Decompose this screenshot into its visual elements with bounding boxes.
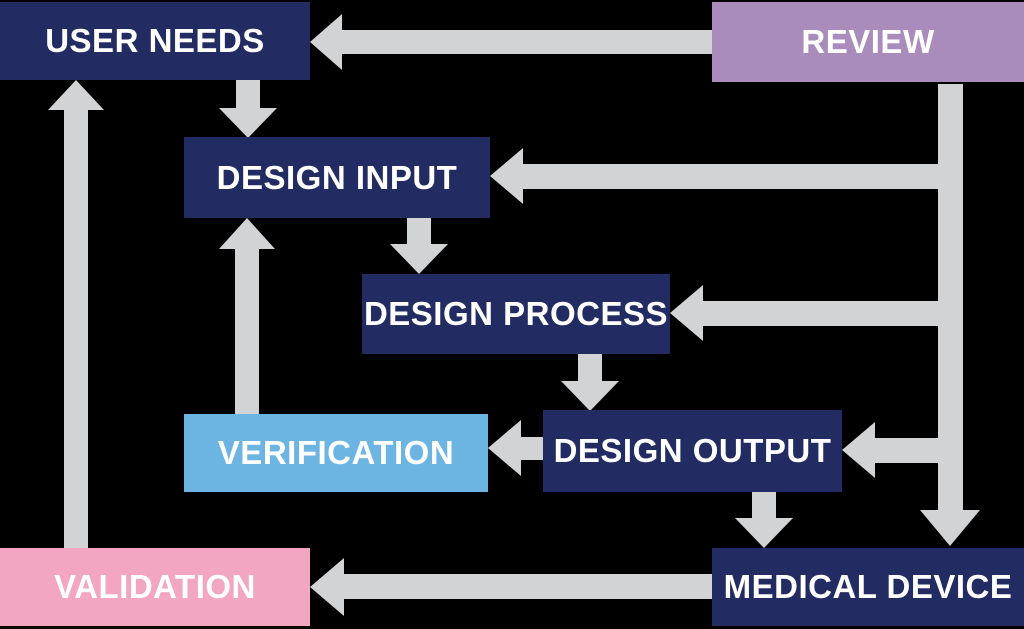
- arrow-shaft: [938, 84, 963, 510]
- arrow-shaft: [520, 437, 543, 460]
- arrow-head-left-icon: [842, 422, 875, 478]
- node-design-process-label: DESIGN PROCESS: [363, 295, 669, 332]
- node-validation-label: VALIDATION: [54, 568, 256, 605]
- arrow-head-left-icon: [488, 420, 521, 476]
- node-design-output: DESIGN OUTPUT: [543, 410, 842, 492]
- node-medical-device-label: MEDICAL DEVICE: [723, 568, 1013, 605]
- arrow-shaft: [752, 492, 776, 518]
- arrow-head-left-icon: [670, 285, 703, 341]
- arrow-shaft: [521, 164, 938, 189]
- arrow-shaft: [344, 574, 712, 599]
- arrow-shaft: [340, 30, 712, 54]
- arrow-head-left-icon: [490, 148, 523, 204]
- arrow-shaft: [701, 301, 938, 326]
- arrow-head-down-icon: [561, 381, 619, 411]
- arrow-head-down-icon: [390, 244, 448, 274]
- node-design-process: DESIGN PROCESS: [362, 274, 670, 354]
- arrow-head-down-icon: [735, 518, 793, 548]
- arrow-head-left-icon: [310, 14, 342, 70]
- arrow-head-down-icon: [920, 510, 980, 546]
- arrow-head-up-icon: [48, 80, 104, 110]
- arrow-shaft: [236, 80, 260, 109]
- node-medical-device: MEDICAL DEVICE: [712, 548, 1024, 626]
- node-user-needs: USER NEEDS: [0, 2, 310, 80]
- arrow-head-up-icon: [219, 218, 275, 249]
- node-validation: VALIDATION: [0, 548, 310, 626]
- node-design-input: DESIGN INPUT: [184, 137, 490, 218]
- arrow-head-left-icon: [310, 558, 344, 616]
- arrow-shaft: [873, 438, 938, 463]
- arrow-shaft: [407, 218, 431, 245]
- node-design-output-label: DESIGN OUTPUT: [553, 432, 832, 469]
- arrow-shaft: [64, 110, 88, 548]
- node-review-label: REVIEW: [801, 23, 935, 60]
- node-design-input-label: DESIGN INPUT: [216, 158, 458, 196]
- node-verification-label: VERIFICATION: [217, 434, 455, 471]
- node-verification: VERIFICATION: [184, 414, 488, 492]
- arrow-head-down-icon: [219, 108, 277, 138]
- arrow-shaft: [578, 354, 602, 382]
- node-review: REVIEW: [712, 2, 1024, 82]
- arrow-shaft: [235, 249, 259, 414]
- node-user-needs-label: USER NEEDS: [45, 22, 265, 59]
